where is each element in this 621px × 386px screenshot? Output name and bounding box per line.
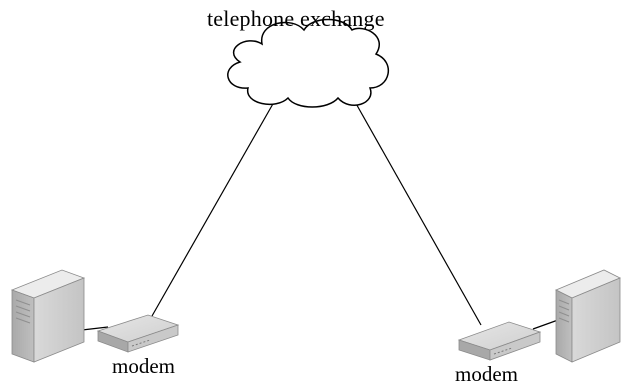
link-server-left-to-modem-left: [81, 326, 109, 331]
modem-left-icon: [96, 314, 180, 353]
cloud-icon: [227, 18, 390, 108]
link-modem-right-to-server-right: [532, 319, 559, 330]
link-modem-left-to-exchange: [151, 101, 275, 317]
server-right-icon: [555, 269, 621, 363]
telephone-exchange-label: telephone exchange: [207, 6, 385, 31]
link-exchange-to-modem-right: [353, 99, 482, 326]
modem-right-icon: [457, 321, 542, 361]
server-left-icon: [10, 269, 86, 363]
modem-left-label: modem: [112, 354, 175, 378]
modem-right-label: modem: [455, 362, 518, 386]
